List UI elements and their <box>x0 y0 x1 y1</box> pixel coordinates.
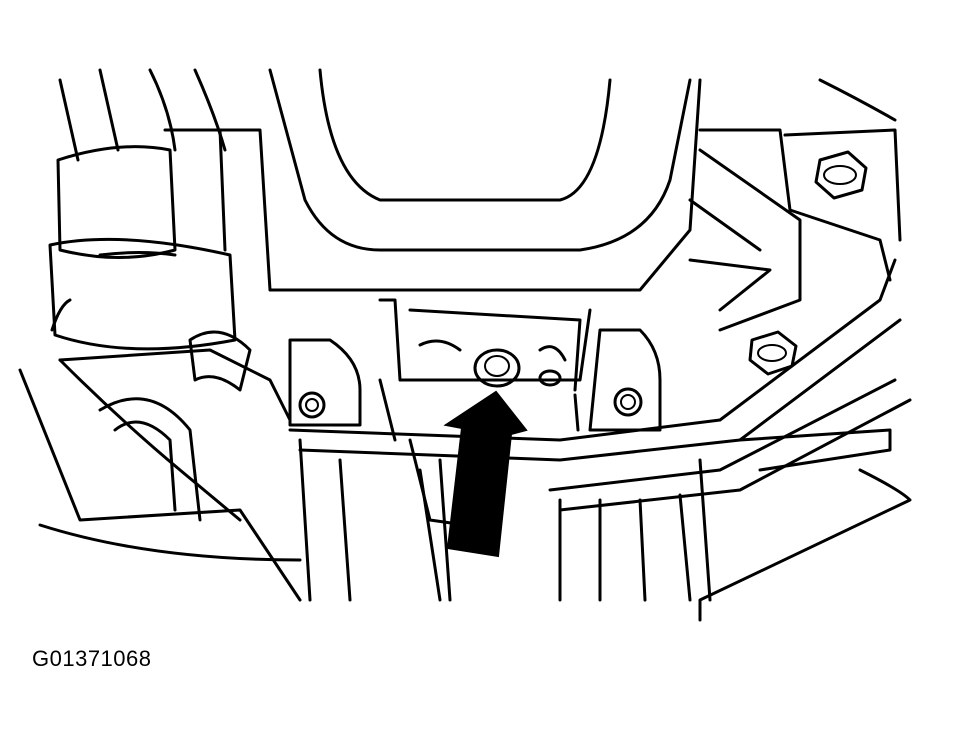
figure-id-label: G01371068 <box>32 646 152 671</box>
drain-plug-area <box>378 298 592 442</box>
pointer-arrow-icon <box>443 390 528 558</box>
mounting-ears <box>288 328 662 432</box>
upper-bolt-icon <box>814 150 868 200</box>
left-hose-housing <box>48 68 237 351</box>
transmission-case-top <box>163 68 702 292</box>
drain-plug-icon <box>473 348 521 388</box>
left-lower-bracket <box>18 330 302 602</box>
right-bracket <box>688 78 902 332</box>
lower-housing <box>298 438 912 622</box>
